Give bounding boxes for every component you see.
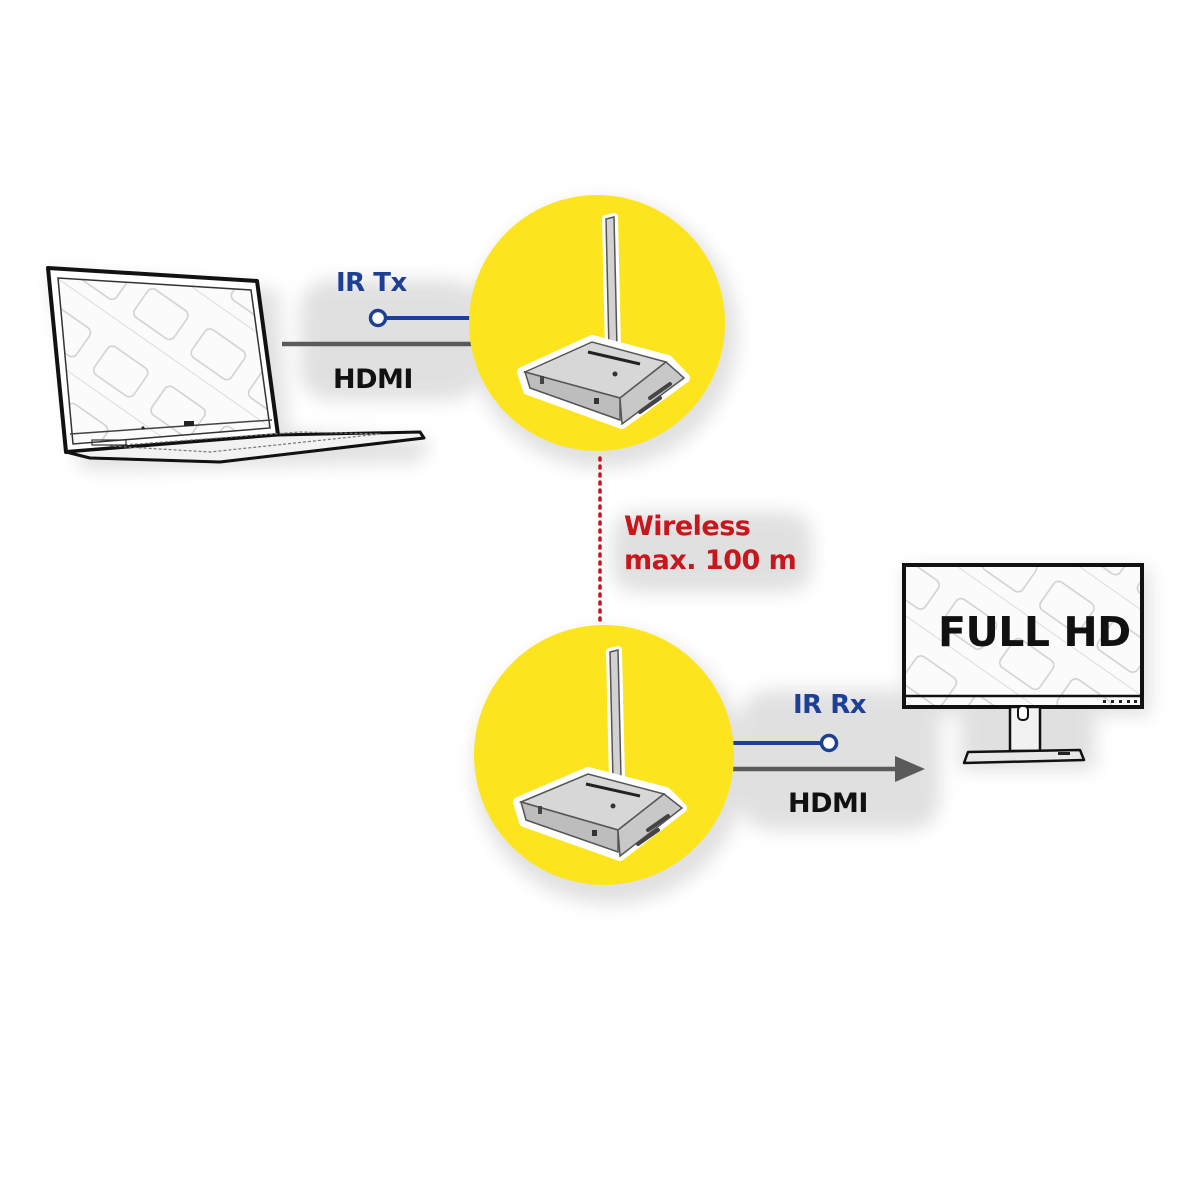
ir-rx-label: IR Rx xyxy=(793,690,867,720)
wireless-label: Wireless max. 100 m xyxy=(624,510,797,578)
full-hd-label: FULL HD xyxy=(938,608,1131,656)
hdmi-in-label: HDMI xyxy=(333,364,413,395)
ir-tx-label: IR Tx xyxy=(336,268,407,298)
wireless-range: max. 100 m xyxy=(624,545,797,576)
wireless-line-1: Wireless xyxy=(624,511,751,542)
hdmi-out-label: HDMI xyxy=(788,788,868,819)
